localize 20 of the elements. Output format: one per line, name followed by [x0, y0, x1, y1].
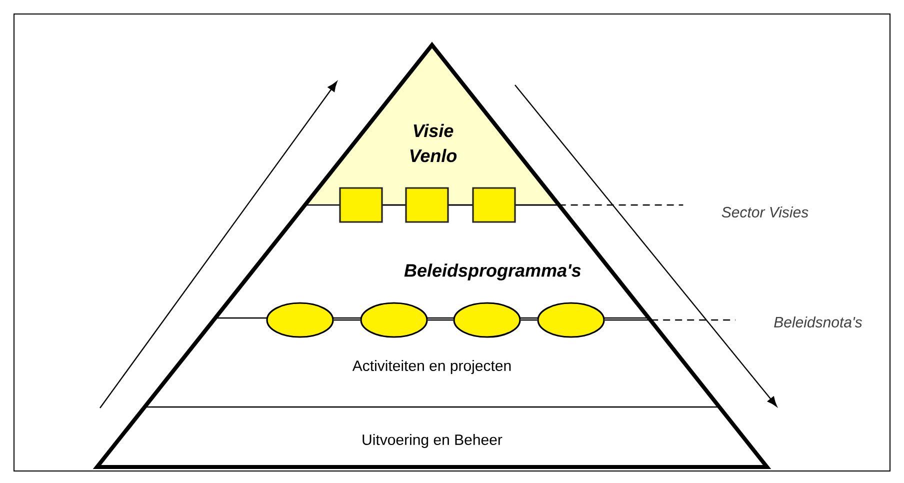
connector-line	[334, 319, 360, 321]
square-box	[472, 187, 516, 223]
layer-label: Uitvoering en Beheer	[362, 434, 502, 448]
ellipse-shape	[360, 302, 428, 338]
connector-line	[382, 204, 406, 206]
ellipse-shape	[266, 302, 334, 338]
connector-line	[428, 319, 454, 321]
side-label: Beleidsnota's	[774, 316, 862, 328]
layer-label: Activiteiten en projecten	[352, 360, 511, 374]
leader-line	[516, 204, 684, 206]
connector-line	[520, 319, 538, 321]
square-box	[405, 187, 449, 223]
layer-label: Visie Venlo	[410, 124, 457, 162]
ellipse-shape	[453, 302, 521, 338]
connector-line	[448, 204, 472, 206]
ellipse-shape	[537, 302, 605, 338]
side-label: Sector Visies	[722, 206, 808, 218]
layer-label: Beleidsprogramma's	[404, 264, 581, 280]
leader-line	[604, 319, 736, 321]
square-box	[339, 187, 383, 223]
